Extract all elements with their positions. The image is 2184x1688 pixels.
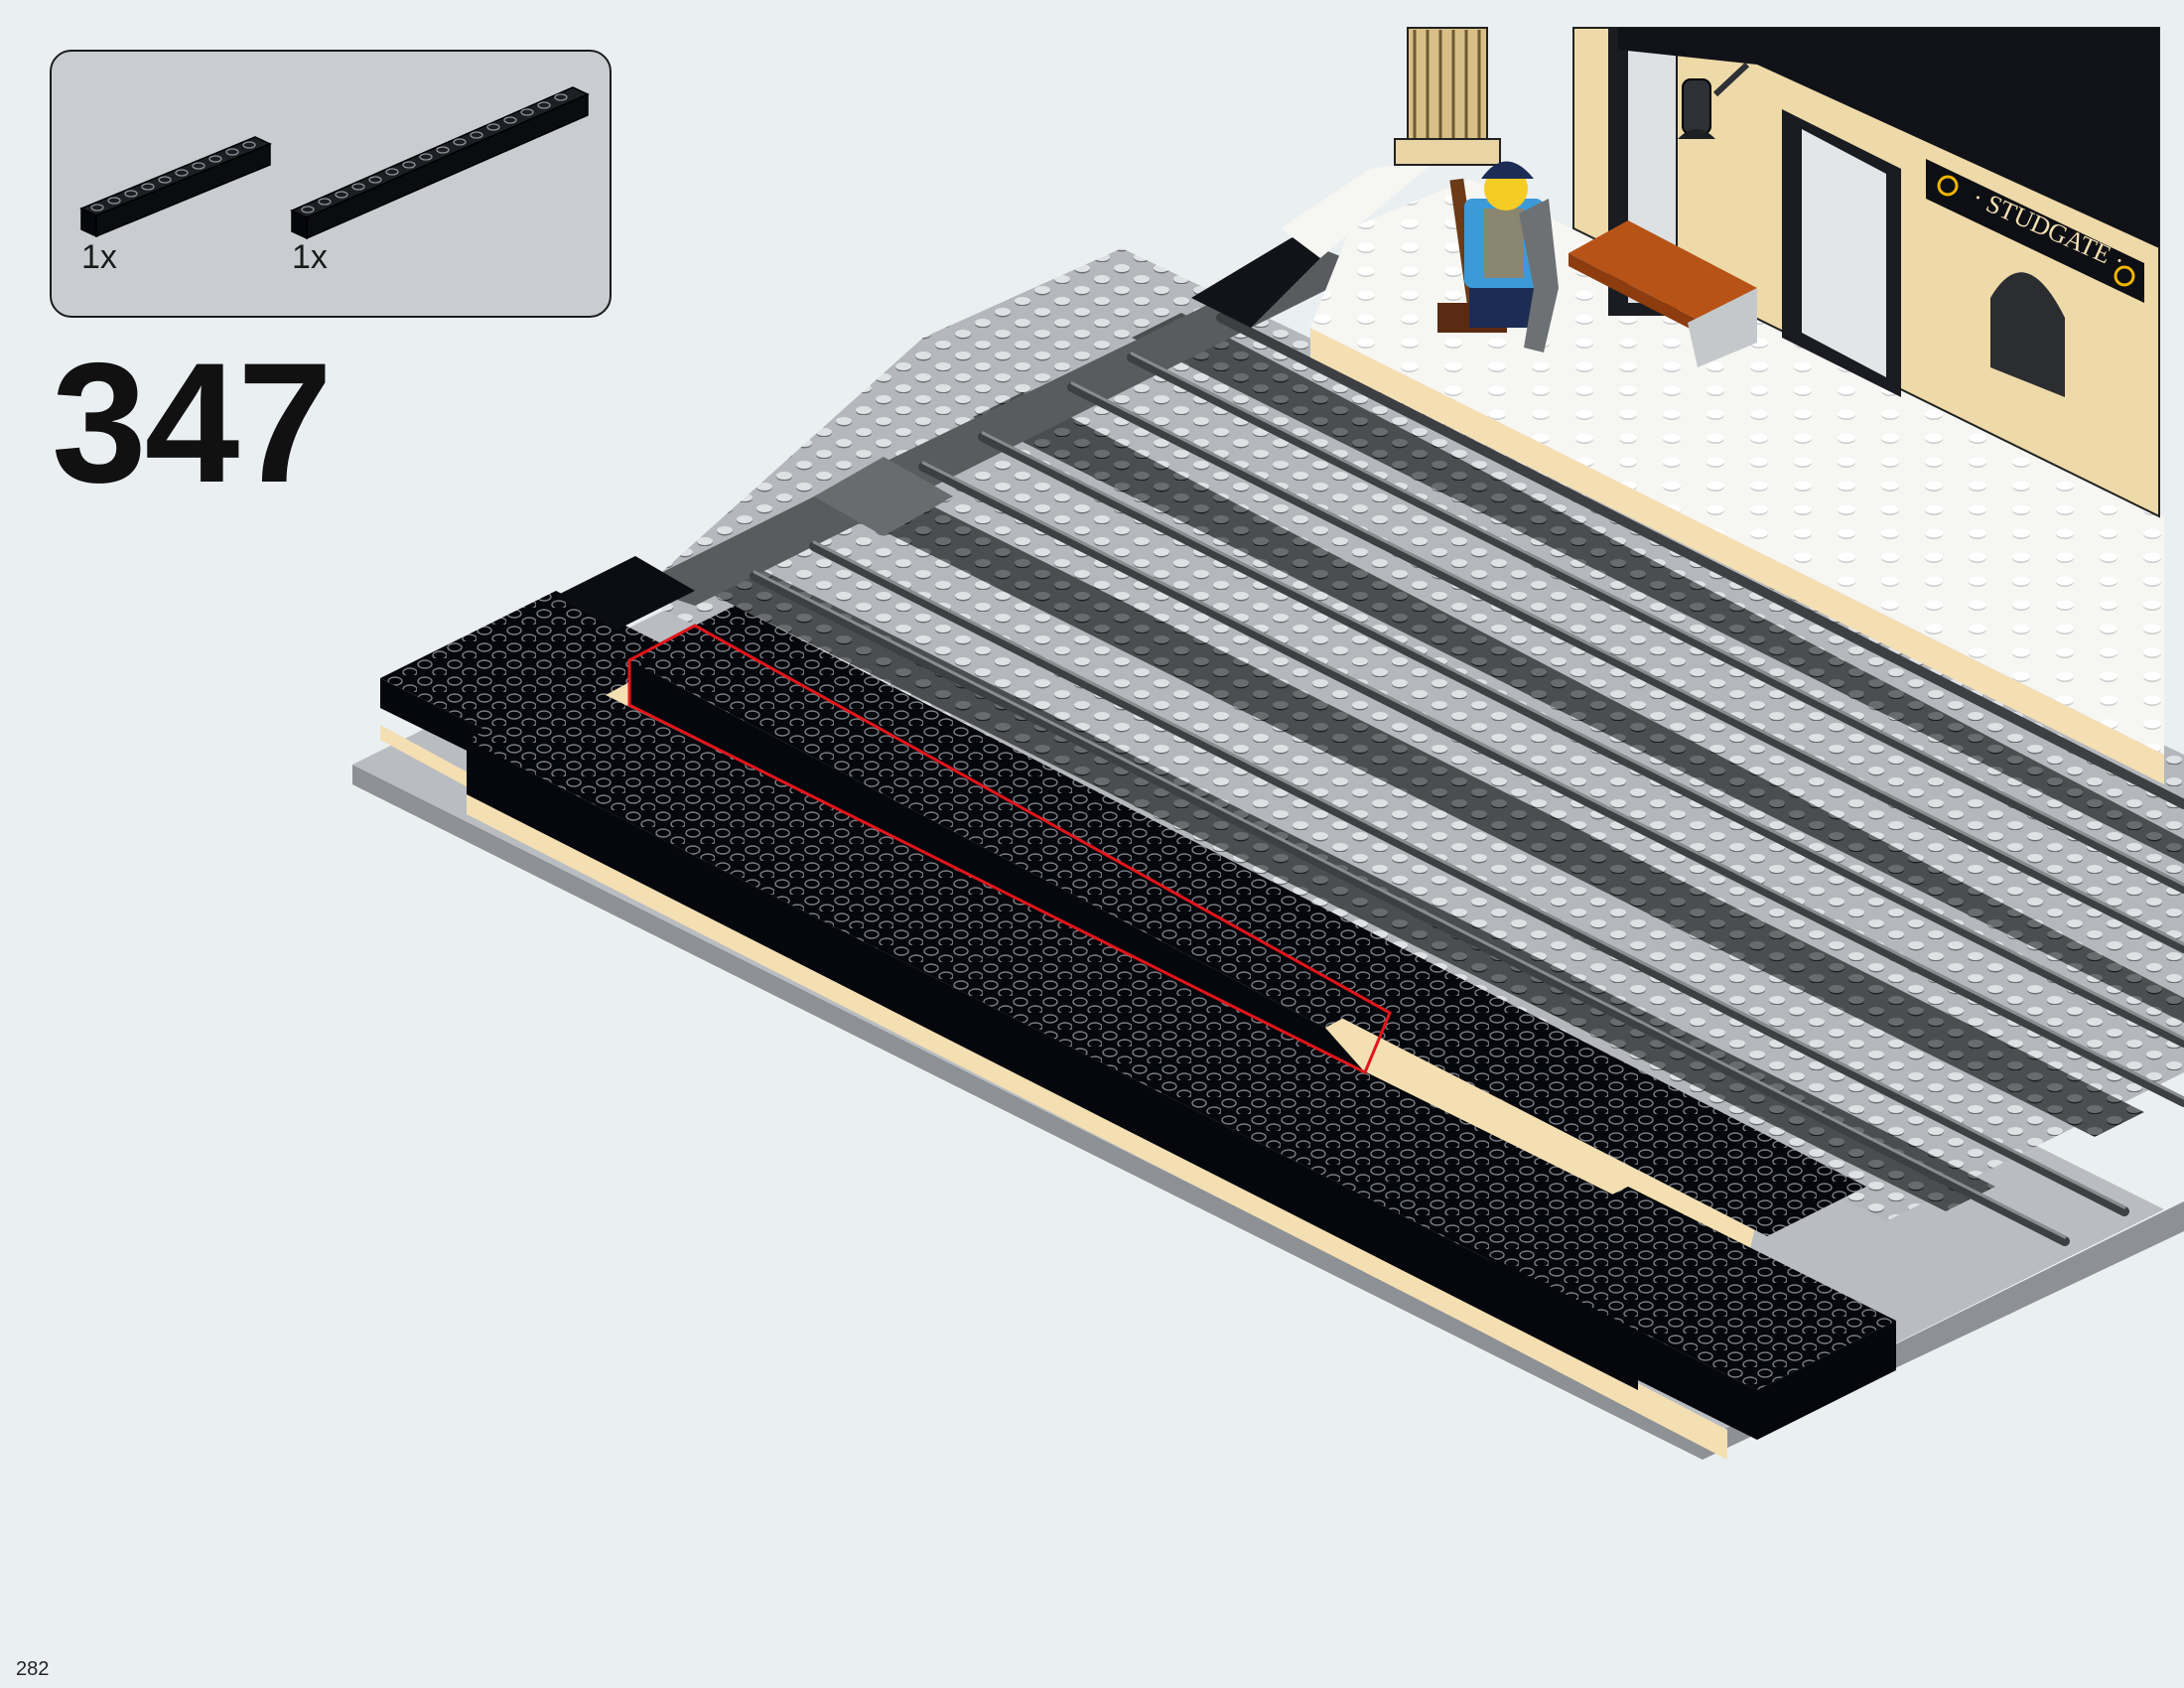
platform-corner-white [1281,159,1439,258]
wall-end-face [1489,1256,1757,1440]
rails [750,313,2184,1246]
track-bed-4 [1132,313,2184,864]
new-brick-face [629,660,1365,1072]
new-brick-outline [627,624,1392,1075]
track-bed-1 [665,546,1995,1211]
arch [1990,272,2065,397]
part-quantity: 1x [292,238,328,276]
lamp-icon [1682,78,1711,135]
page-number: 282 [16,1658,50,1680]
parts-callout: 1x 1x [50,50,612,318]
rail-logo-icon [2114,265,2135,287]
part-quantity: 1x [81,238,117,276]
station-building: · STUDGATE · [1394,27,2160,518]
wall-end-top [1489,1187,1896,1390]
wall-end-side [1757,1321,1896,1440]
wall-front-face [467,740,1638,1390]
dark-corner-top [556,556,695,631]
window-glass [1802,129,1886,377]
wall-tan-left [380,725,472,789]
brick-1x10-icon [79,136,272,238]
platform-edge [1310,328,2164,784]
new-brick-highlight [627,624,1392,1075]
dark-tile-row [635,248,1370,606]
parts-drawing [79,86,590,240]
minifigure [1437,161,1559,352]
dark-tile-corner [814,457,953,536]
brick-1x16-icon [290,86,590,240]
awning [1618,28,2159,248]
rail-logo-icon [1937,175,1959,197]
new-brick-top [629,626,1390,1028]
column-left [1407,27,1488,158]
track-bed-2 [814,472,2144,1137]
wall-front-top [467,675,1767,1336]
wall-left-top [380,591,685,743]
track-bed-3 [973,392,2184,1023]
bench [1569,220,1757,367]
step-number: 347 [52,328,333,518]
station-sign-board [1926,159,2144,303]
